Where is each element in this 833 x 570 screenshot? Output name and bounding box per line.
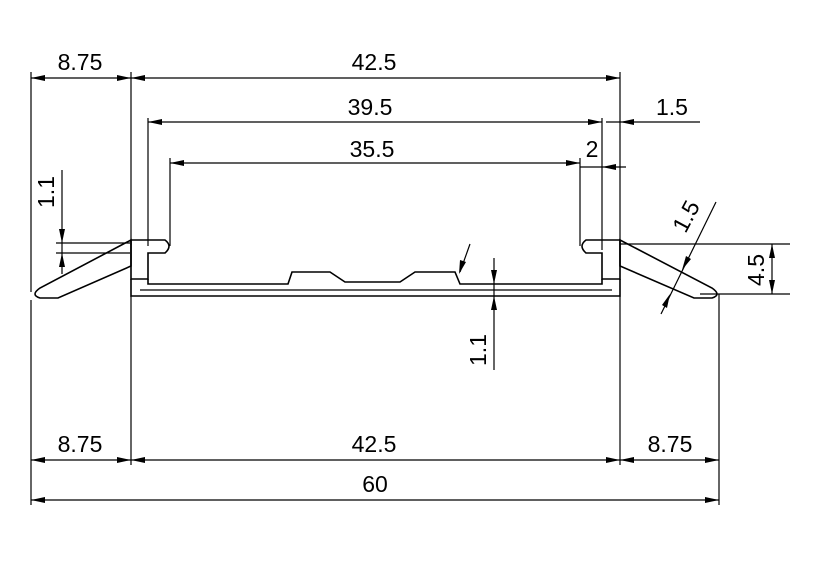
dim-inner-channel: 35.5 — [350, 136, 395, 162]
dim-bottom-right-flange: 8.75 — [648, 431, 693, 457]
dim-top-right-wall: 1.5 — [656, 94, 688, 120]
dim-bottom-left-flange: 8.75 — [58, 431, 103, 457]
dim-overall-width: 60 — [362, 471, 388, 497]
dim-inner-width: 39.5 — [348, 94, 393, 120]
extrusion-profile — [34, 238, 718, 299]
dim-left-lip: 1.1 — [33, 176, 59, 208]
extension-lines — [30, 72, 790, 505]
dim-top-outer-width: 42.5 — [352, 49, 397, 75]
dimension-lines — [31, 75, 775, 503]
dimension-labels: 8.75 42.5 39.5 1.5 35.5 2 1.1 1.5 4.5 1.… — [33, 49, 769, 497]
dim-base-thickness: 1.1 — [465, 334, 491, 366]
dim-bottom-center: 42.5 — [352, 431, 397, 457]
dim-height: 4.5 — [743, 254, 769, 286]
dim-right-chamfer: 1.5 — [667, 196, 705, 236]
dim-lip-thickness: 2 — [586, 136, 599, 162]
dim-top-left-flange: 8.75 — [58, 49, 103, 75]
